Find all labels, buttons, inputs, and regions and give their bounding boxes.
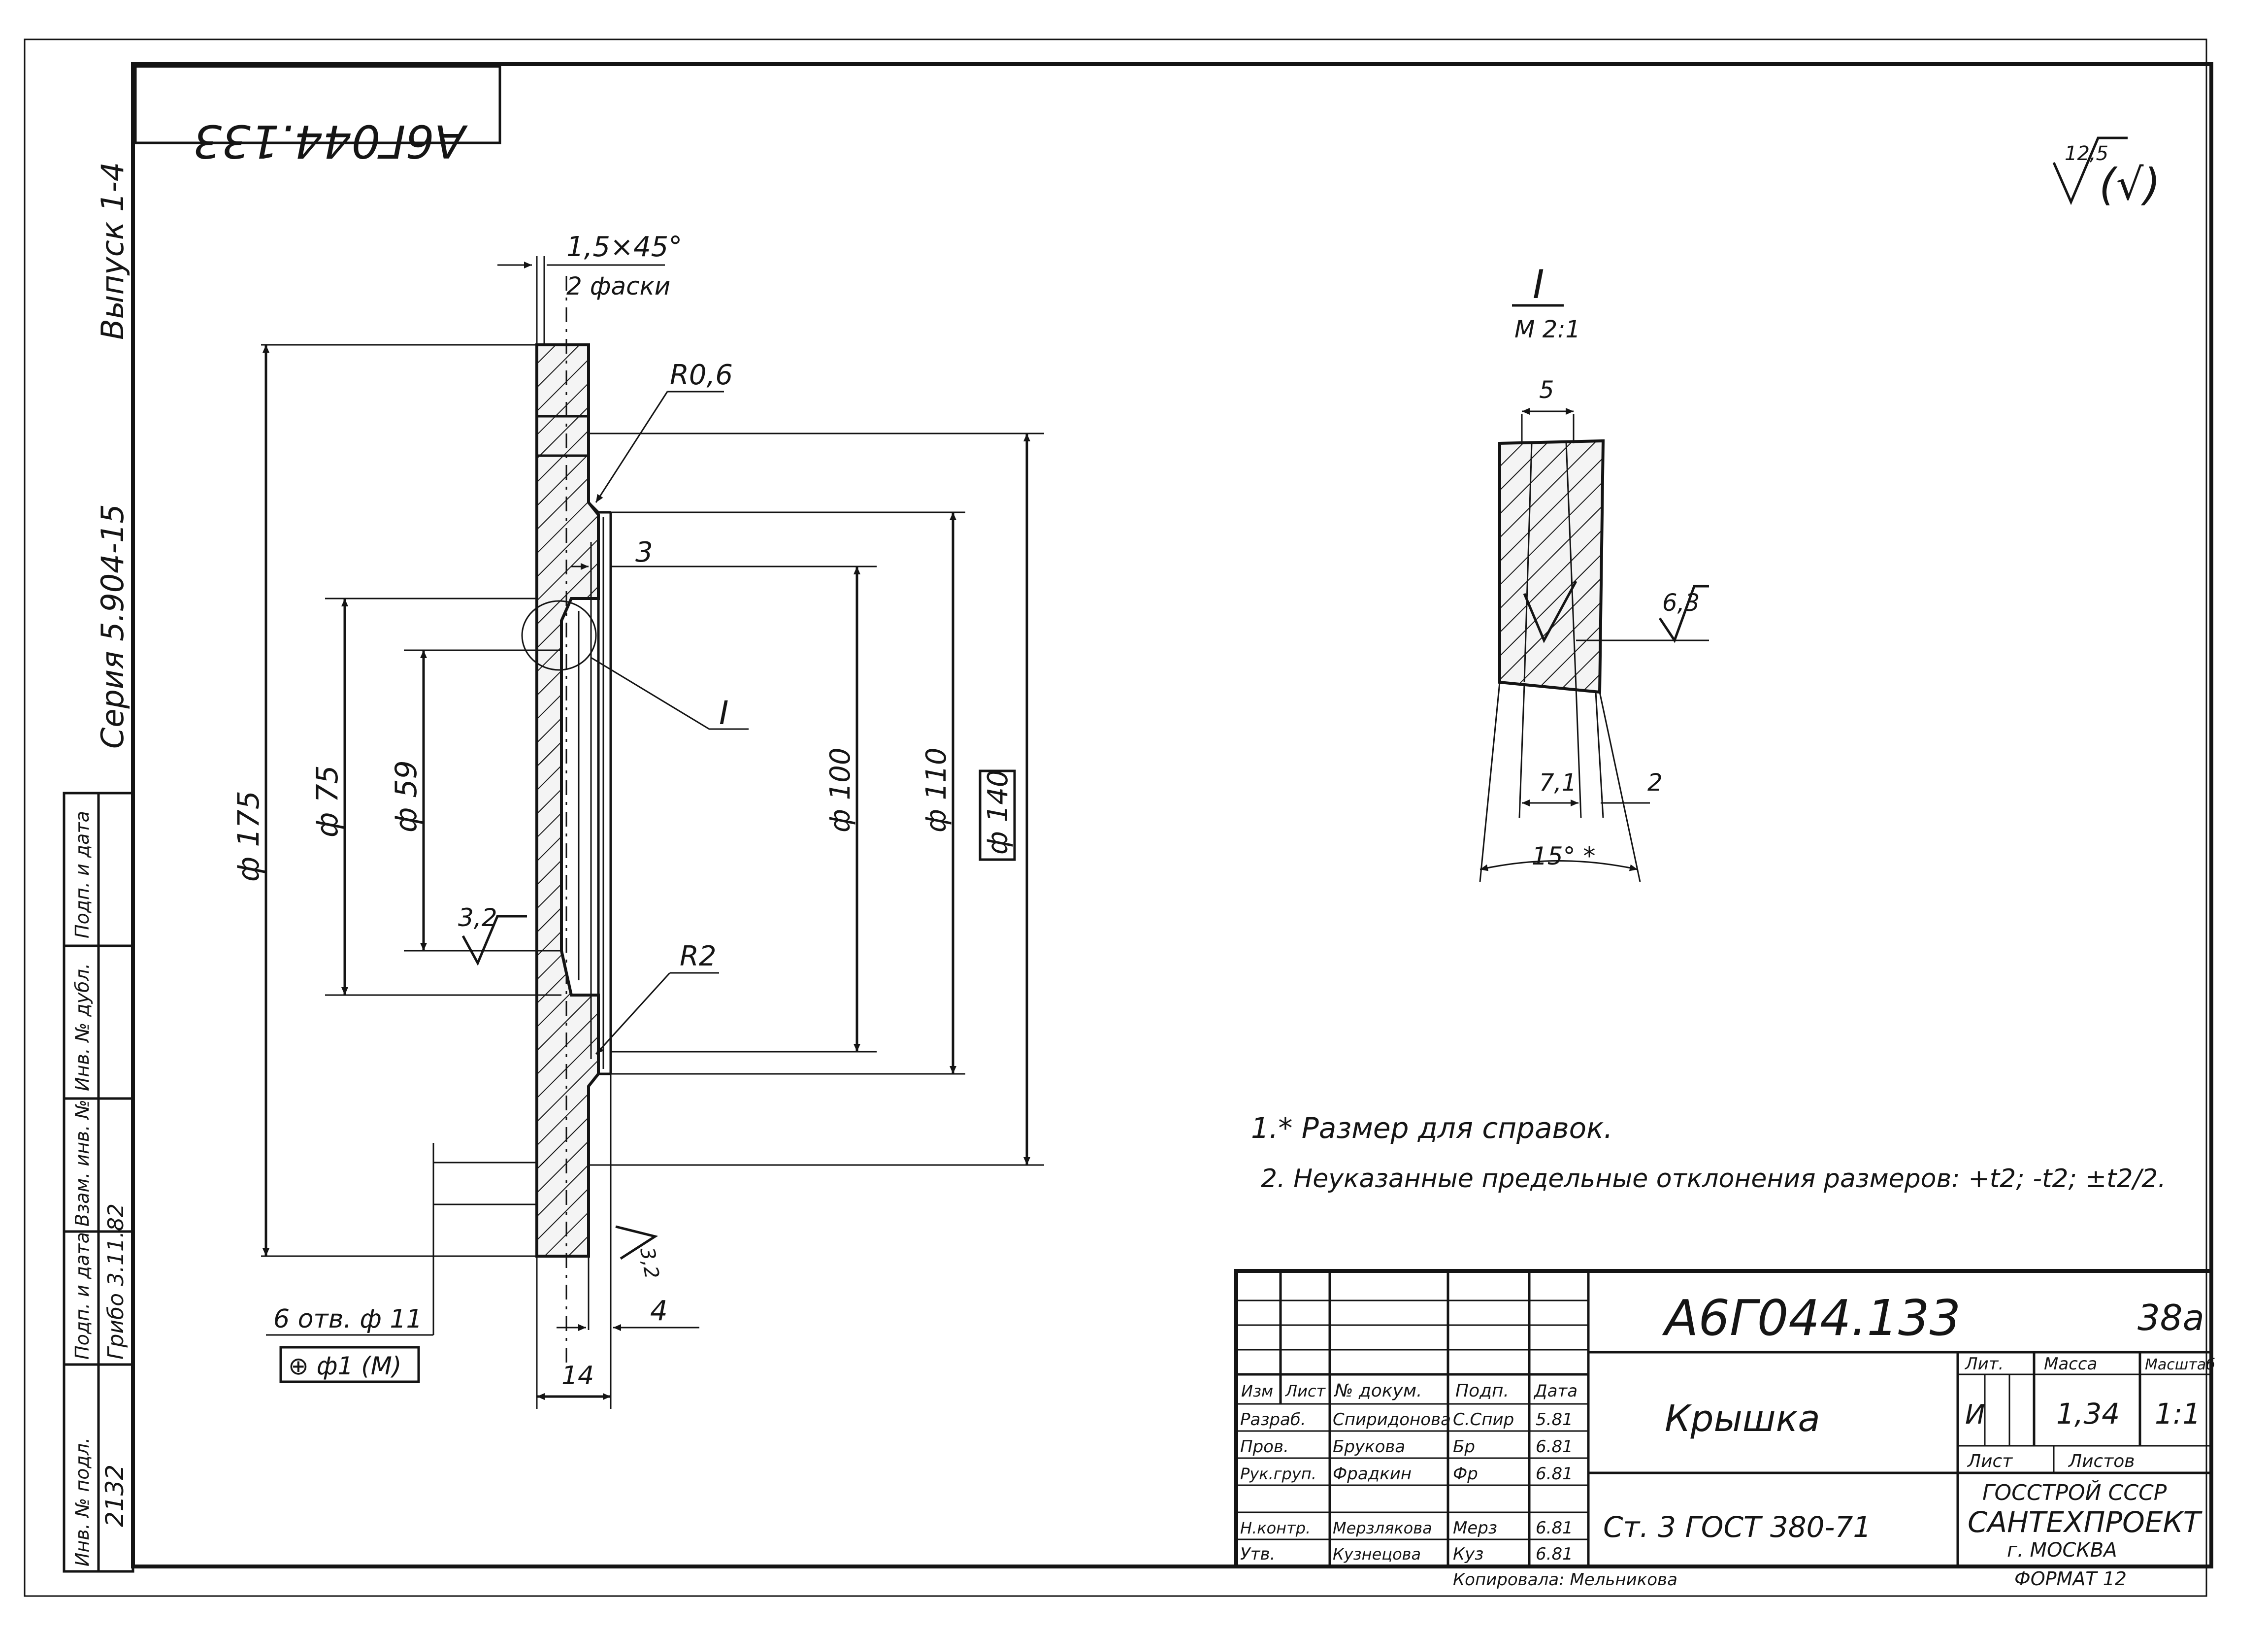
tb-material: Ст. 3 ГОСТ 380-71: [1603, 1510, 1871, 1544]
detail-dim-a: 7,1: [1539, 769, 1577, 797]
series-label: Серия 5.904-15: [95, 504, 131, 749]
tb-date-1: 5.81: [1536, 1410, 1573, 1430]
tb-role-5: Утв.: [1240, 1544, 1275, 1564]
detail-circle: [521, 600, 597, 671]
roughness-face: 3,2: [458, 903, 497, 932]
position-tolerance-frame: [279, 1346, 420, 1383]
note-1: 1.* Размер для справок.: [1251, 1111, 1613, 1145]
dim-step3: 3: [635, 536, 653, 568]
dim-d100: ф 100: [824, 747, 856, 833]
detail-view: I М 2:1 5 6,3 7,1 2 15° *: [1479, 262, 1709, 882]
tb-role-4: Н.контр.: [1240, 1519, 1311, 1537]
position-tolerance: ⊕ ф1 (М): [288, 1352, 401, 1380]
dim-d59: ф 59: [389, 760, 424, 833]
stamp-inv-no: 2132: [100, 1465, 129, 1527]
dim-chamfer-note: 2 фаски: [566, 272, 670, 300]
stamp-signature: Грибо 3.11.82: [103, 1203, 129, 1360]
detail-mark: I: [1533, 262, 1545, 307]
tb-sheets-label: Листов: [2068, 1451, 2135, 1471]
dim-d110: ф 110: [920, 747, 953, 833]
stamp-header-1: Инв. № подл.: [71, 1437, 93, 1566]
tb-page-mark: 38а: [2137, 1297, 2204, 1338]
tb-col-date: Дата: [1533, 1381, 1578, 1401]
dim-chamfer: 1,5×45°: [566, 231, 682, 263]
tb-name-2: Брукова: [1333, 1437, 1405, 1457]
mirrored-code-box: А6Г044.133: [134, 65, 501, 167]
roughness-rear: 3,2: [635, 1246, 663, 1281]
tb-code: А6Г044.133: [1662, 1289, 1961, 1347]
roughness-groove: 6,3: [1662, 589, 1700, 617]
tb-lit-value: И: [1965, 1399, 1985, 1430]
detail-width: 5: [1539, 376, 1554, 404]
tb-name-3: Фрадкин: [1333, 1464, 1412, 1484]
title-block: Изм Лист № докум. Подп. Дата Разраб. Спи…: [1234, 1269, 2215, 1568]
stamp-header-4: Инв. № дубл.: [71, 963, 93, 1091]
detail-scale: М 2:1: [1514, 316, 1580, 343]
dim-holes: 6 отв. ф 11: [273, 1304, 423, 1334]
dim-r-bottom: R2: [680, 940, 717, 972]
stamp-header-5: Подп. и дата: [71, 811, 93, 938]
dim-d175: ф 175: [231, 791, 266, 882]
tb-name-5: Кузнецова: [1333, 1545, 1421, 1564]
tb-sign-2: Бр: [1453, 1437, 1475, 1457]
general-roughness-value: 12,5: [2065, 142, 2108, 165]
dim-step4: 4: [650, 1295, 668, 1327]
tb-date-3: 6.81: [1536, 1464, 1573, 1484]
tb-mass-label: Масса: [2044, 1354, 2097, 1374]
tb-role-2: Пров.: [1240, 1437, 1289, 1457]
stamp-header-3: Взам. инв. №: [71, 1099, 93, 1227]
tb-col-sign: Подп.: [1455, 1381, 1509, 1401]
dim-d140: ф 140: [982, 769, 1014, 855]
release-label: Выпуск 1-4: [95, 162, 131, 340]
dim-thick14: 14: [561, 1361, 594, 1391]
tb-scale-value: 1:1: [2155, 1397, 2201, 1431]
tb-sign-5: Куз: [1453, 1544, 1483, 1564]
section-upper: [535, 343, 600, 1258]
format-label: ФОРМАТ 12: [2014, 1568, 2127, 1590]
tb-org-2: САНТЕХПРОЕКТ: [1968, 1505, 2203, 1539]
tb-sheet-label: Лист: [1967, 1451, 2013, 1471]
dim-d75: ф 75: [310, 765, 345, 837]
tb-scale-label: Масштаб: [2145, 1356, 2215, 1373]
stamp-header-2: Подп. и дата: [71, 1232, 93, 1360]
detail-section: [1498, 439, 1605, 694]
mirrored-code: А6Г044.133: [193, 115, 468, 167]
tb-lit-label: Лит.: [1964, 1354, 2004, 1374]
stamp-column: Подп. и дата Инв. № дубл. Взам. инв. № П…: [63, 792, 134, 1573]
tb-role-3: Рук.груп.: [1240, 1465, 1316, 1483]
rest-roughness-symbol: (√): [2099, 159, 2161, 210]
tb-role-1: Разраб.: [1240, 1410, 1306, 1430]
tb-date-2: 6.81: [1536, 1437, 1573, 1457]
detail-callout-mark: I: [719, 694, 728, 732]
tb-sign-4: Мерз: [1453, 1518, 1497, 1538]
outer-frame: [24, 38, 2207, 1597]
tb-sign-1: С.Спир: [1453, 1410, 1514, 1430]
tb-mass-value: 1,34: [2056, 1397, 2120, 1431]
detail-dim-b: 2: [1647, 769, 1663, 797]
dim-r-top: R0,6: [670, 359, 733, 391]
note-2: 2. Неуказанные предельные отклонения раз…: [1261, 1164, 2166, 1194]
tb-date-4: 6.81: [1536, 1518, 1573, 1538]
tb-org-3: г. МОСКВА: [2007, 1539, 2117, 1562]
dim-d140-box: [979, 769, 1016, 861]
copied-by: Копировала: Мельникова: [1453, 1570, 1677, 1590]
tb-date-5: 6.81: [1536, 1544, 1573, 1564]
main-section: ф 175 ф 75 ф 59 ф 100 ф 110 ф 140 1,5×45…: [231, 231, 1044, 1409]
detail-angle: 15° *: [1532, 842, 1596, 870]
tb-org-1: ГОССТРОЙ СССР: [1982, 1479, 2167, 1505]
tb-col-list: Лист: [1285, 1382, 1326, 1400]
tb-col-doc: № докум.: [1334, 1381, 1422, 1401]
tb-name-1: Спиридонова: [1333, 1410, 1451, 1430]
tb-sign-3: Фр: [1453, 1464, 1478, 1484]
tb-name-4: Мерзлякова: [1333, 1519, 1432, 1537]
tb-col-izm: Изм: [1241, 1382, 1273, 1400]
general-roughness: 12,5 (√): [2052, 136, 2161, 210]
tb-title: Крышка: [1665, 1398, 1820, 1440]
